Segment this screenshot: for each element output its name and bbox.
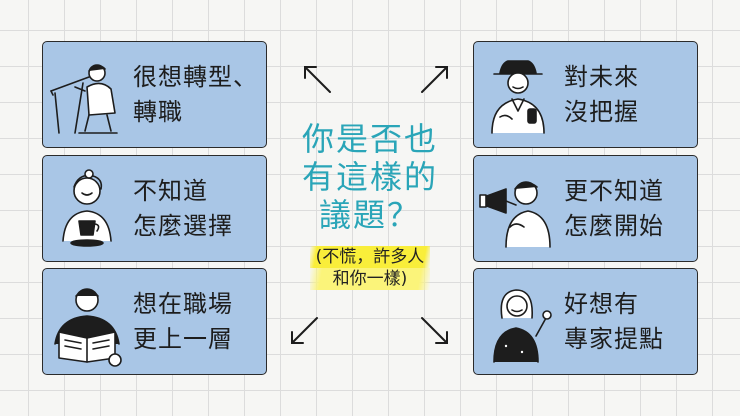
headline-line-3: 議題？	[318, 196, 421, 234]
person-reading-icon	[43, 269, 131, 374]
issue-card-label: 想在職場 更上一層	[131, 287, 266, 357]
card-label-line-1: 想在職場	[133, 289, 233, 318]
card-label-line-1: 好想有	[564, 289, 639, 318]
headline: 你是否也 有這樣的 議題？	[272, 120, 468, 234]
card-label-line-2: 怎麼選擇	[133, 211, 233, 240]
issue-card-expert-advice: 好想有 專家提點	[473, 268, 698, 375]
issue-card-label: 好想有 專家提點	[562, 287, 697, 357]
card-label-line-2: 轉職	[133, 97, 183, 126]
arrow-down-right-icon	[421, 317, 448, 344]
note-line-1: (不慌，許多人	[309, 246, 431, 268]
card-label-line-1: 很想轉型、	[133, 62, 258, 91]
card-label-line-1: 不知道	[133, 176, 208, 205]
person-with-hat-phone-icon	[474, 42, 562, 147]
issue-card-how-to-choose: 不知道 怎麼選擇	[42, 155, 267, 262]
center-block: 你是否也 有這樣的 議題？ (不慌，許多人 和你一樣)	[272, 120, 468, 290]
issue-card-how-to-start: 更不知道 怎麼開始	[473, 155, 698, 262]
issue-card-career-advance: 想在職場 更上一層	[42, 268, 267, 375]
headline-line-2: 有這樣的	[301, 158, 438, 196]
arrow-up-left-icon	[304, 66, 331, 93]
card-label-line-2: 沒把握	[564, 97, 639, 126]
issue-card-label: 對未來 沒把握	[562, 60, 697, 130]
woman-waving-icon	[474, 269, 562, 374]
card-label-line-2: 專家提點	[564, 324, 664, 353]
note-line-2: 和你一樣)	[309, 268, 431, 290]
headline-line-1: 你是否也	[301, 120, 438, 158]
issue-card-career-change: 很想轉型、 轉職	[42, 41, 267, 148]
person-megaphone-icon	[474, 156, 562, 261]
reassurance-note: (不慌，許多人 和你一樣)	[309, 246, 431, 290]
card-label-line-1: 對未來	[564, 62, 639, 91]
drafting-desk-person-icon	[43, 42, 131, 147]
card-label-line-1: 更不知道	[564, 176, 664, 205]
arrow-up-right-icon	[421, 66, 448, 93]
issue-card-label: 很想轉型、 轉職	[131, 60, 266, 130]
person-with-cup-icon	[43, 156, 131, 261]
issue-card-label: 更不知道 怎麼開始	[562, 174, 697, 244]
issue-card-uncertain-future: 對未來 沒把握	[473, 41, 698, 148]
issue-card-label: 不知道 怎麼選擇	[131, 174, 266, 244]
card-label-line-2: 更上一層	[133, 324, 233, 353]
arrow-down-left-icon	[291, 317, 318, 344]
card-label-line-2: 怎麼開始	[564, 211, 664, 240]
